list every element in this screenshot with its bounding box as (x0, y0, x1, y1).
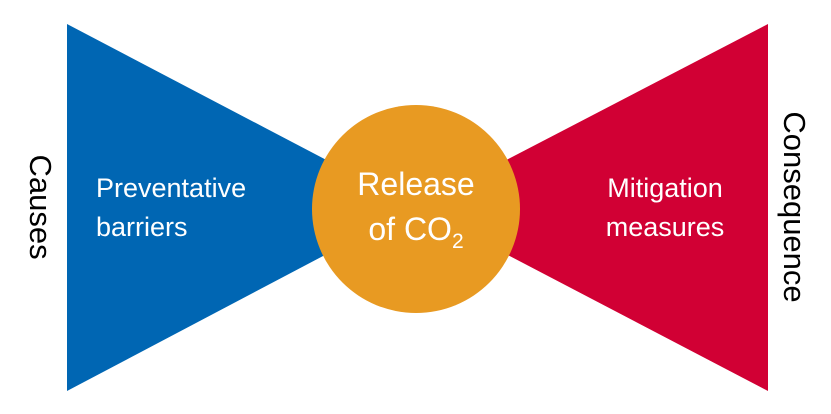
right-wedge-line1: Mitigation (607, 173, 723, 203)
side-label-causes: Causes (23, 154, 58, 259)
center-line2-main: of CO (368, 211, 452, 247)
center-line2-subscript: 2 (452, 230, 464, 253)
left-wedge-preventative (67, 24, 416, 391)
side-label-consequence: Consequence (777, 111, 812, 302)
center-circle-release (312, 105, 520, 313)
right-wedge-mitigation (416, 24, 768, 391)
left-wedge-line2: barriers (96, 212, 188, 242)
center-line2: of CO2 (368, 211, 463, 253)
center-line1: Release (357, 166, 474, 202)
left-wedge-line1: Preventative (96, 173, 246, 203)
right-wedge-line2: measures (606, 212, 725, 242)
